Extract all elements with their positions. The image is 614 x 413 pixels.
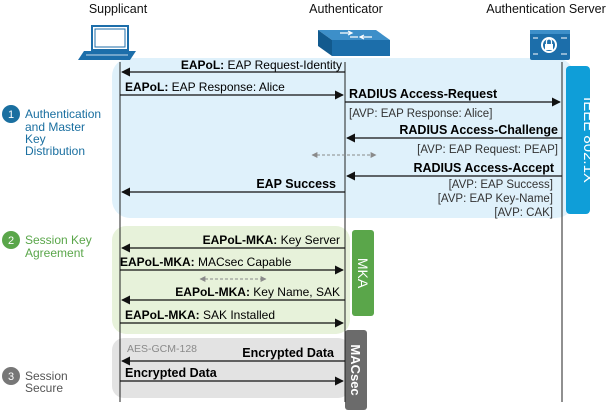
macsec-bar: MACsec	[345, 330, 367, 410]
svg-text:EAPoL-MKA: MACsec Capable: EAPoL-MKA: MACsec Capable	[120, 255, 292, 269]
msg-eap-success: EAP Success	[121, 177, 345, 197]
mka-bar: MKA	[352, 230, 374, 316]
svg-text:Session Secure: Session Secure	[25, 369, 71, 395]
msg-bold: EAPoL-MKA:	[175, 285, 250, 299]
svg-text:EAPoL-MKA: Key Name, SAK: EAPoL-MKA: Key Name, SAK	[175, 285, 340, 299]
msg-mka-key-name-sak: EAPoL-MKA: Key Name, SAK	[121, 285, 345, 305]
msg-bold: Encrypted Data	[125, 366, 218, 380]
msg-bold: EAPoL:	[181, 58, 224, 72]
phase-1-label: 1 Authentication and Master Key Distribu…	[2, 105, 104, 158]
phase-1-line-3: Key	[25, 132, 46, 146]
svg-text:Session Key Agreement: Session Key Agreement	[25, 233, 95, 260]
msg-text: [AVP: EAP Response: Alice]	[349, 108, 492, 120]
phase-3-line-1: Session	[25, 369, 68, 383]
msg-bold: EAPoL-MKA:	[203, 233, 278, 247]
msg-text: SAK Installed	[200, 308, 275, 322]
msg-bold: RADIUS Access-Accept	[413, 161, 554, 175]
msg-text-key-name: [AVP: EAP Key-Name]	[438, 193, 553, 205]
phase-2-badge	[2, 231, 20, 249]
msg-text: EAP Response: Alice	[168, 80, 285, 94]
msg-text: [AVP: EAP Request: PEAP]	[417, 144, 558, 156]
phase-3-line-2: Secure	[25, 381, 63, 395]
msg-bold: RADIUS Access-Request	[349, 87, 498, 101]
svg-text:EAPoL-MKA: SAK Installed: EAPoL-MKA: SAK Installed	[125, 308, 275, 322]
msg-bold: RADIUS Access-Challenge	[399, 123, 558, 137]
phase-2-line-2: Agreement	[25, 246, 84, 260]
msg-radius-access-challenge: RADIUS Access-Challenge [AVP: EAP Reques…	[346, 123, 562, 156]
msg-bold: Encrypted Data	[242, 346, 335, 360]
msg-radius-access-accept: RADIUS Access-Accept [AVP: EAP Success] …	[346, 161, 562, 219]
msg-mka-sak-installed: EAPoL-MKA: SAK Installed	[120, 308, 344, 328]
phase-1-line-1: Authentication	[25, 107, 101, 121]
ieee-bar-label: IEEE 802.1X	[580, 97, 597, 183]
msg-encrypted-data-to-supplicant: Encrypted Data	[121, 346, 345, 366]
msg-text: EAP Request-Identity	[224, 58, 342, 72]
cipher-label: AES-GCM-128	[127, 343, 197, 355]
svg-text:EAPoL: EAP Response: Alice: EAPoL: EAP Response: Alice	[125, 80, 285, 94]
msg-bold: EAPoL-MKA:	[120, 255, 195, 269]
msg-text: Key Server	[277, 233, 340, 247]
authenticator-title: Authenticator	[309, 2, 383, 16]
msg-radius-access-request: RADIUS Access-Request [AVP: EAP Response…	[345, 87, 561, 120]
msg-bold: EAP Success	[256, 177, 336, 191]
phase-1-badge	[2, 105, 20, 123]
laptop-icon	[78, 25, 136, 60]
svg-text:EAPoL: EAP Request-Identity: EAPoL: EAP Request-Identity	[181, 58, 342, 72]
msg-bold: EAPoL-MKA:	[125, 308, 200, 322]
msg-mka-macsec-capable: EAPoL-MKA: MACsec Capable	[120, 255, 344, 275]
msg-mka-key-server: EAPoL-MKA: Key Server	[121, 233, 345, 253]
msg-encrypted-data-to-authenticator: Encrypted Data	[120, 366, 344, 386]
phase-3-number: 3	[8, 371, 14, 383]
phase-1-line-4: Distribution	[25, 144, 85, 158]
ieee-bar: IEEE 802.1X	[566, 66, 597, 214]
msg-bold: EAPoL:	[125, 80, 168, 94]
phase-3-badge	[2, 367, 20, 385]
msg-text-success: [AVP: EAP Success]	[449, 179, 553, 191]
phase-2-label: 2 Session Key Agreement	[2, 231, 95, 260]
phase-2-line-1: Session Key	[25, 233, 92, 247]
phase-2-number: 2	[8, 235, 14, 247]
supplicant-title: Supplicant	[89, 2, 148, 16]
ieee-phase-panel	[112, 58, 574, 218]
msg-text: Key Name, SAK	[250, 285, 340, 299]
macsec-phase-panel	[112, 338, 350, 398]
msg-eap-request-identity: EAPoL: EAP Request-Identity	[121, 58, 345, 77]
svg-text:EAPoL-MKA: Key Server: EAPoL-MKA: Key Server	[203, 233, 340, 247]
server-icon	[530, 30, 570, 60]
mka-bar-label: MKA	[355, 258, 371, 289]
svg-text:Authentication and Maste: Authentication and Master Key Distributi…	[25, 107, 104, 158]
msg-text-cak: [AVP: CAK]	[494, 207, 553, 219]
phase-3-label: 3 Session Secure	[2, 367, 71, 395]
server-title: Authentication Server	[486, 2, 606, 16]
phase-1-line-2: and Master	[25, 120, 85, 134]
phase-1-number: 1	[8, 109, 14, 121]
msg-eap-response-alice: EAPoL: EAP Response: Alice	[120, 80, 344, 100]
macsec-bar-label: MACsec	[348, 344, 363, 395]
switch-icon	[318, 30, 390, 56]
msg-text: MACsec Capable	[195, 255, 292, 269]
